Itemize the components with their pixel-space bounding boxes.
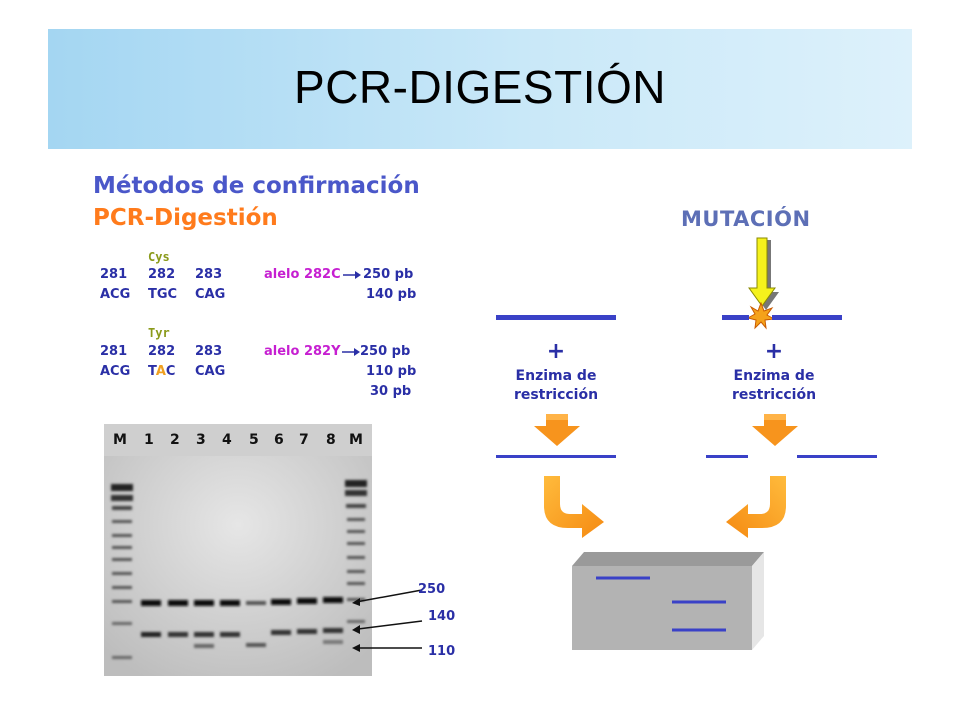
enzyme-label: Enzima de restricción — [486, 367, 626, 405]
codon-sequence: TGC — [148, 287, 178, 302]
gel-lane-label: 2 — [170, 432, 180, 448]
pcr-digestion-heading: PCR-Digestión — [93, 205, 278, 231]
codon-number: 281 — [100, 344, 128, 359]
amino-acid-tyr: Tyr — [148, 326, 170, 340]
gel-size-label: 250 — [418, 582, 446, 597]
gel-lane-label: M — [349, 432, 363, 448]
codon-sequence: CAG — [195, 287, 226, 302]
allele-arrow-icon — [343, 271, 361, 279]
gel-size-label: 140 — [428, 609, 456, 624]
codon-sequence: ACG — [100, 364, 131, 379]
gel-size-arrows — [352, 589, 423, 652]
dna-cut-fragment-large — [797, 455, 877, 458]
mutation-burst-icon — [747, 302, 775, 330]
fragment-size: 250 pb — [360, 344, 411, 359]
slide-title: PCR-DIGESTIÓN — [294, 61, 666, 113]
codon-number: 281 — [100, 267, 128, 282]
down-arrow-icon — [752, 414, 798, 446]
enzyme-label-line1: Enzima de — [515, 368, 597, 384]
curved-arrow-right-icon — [544, 476, 604, 538]
enzyme-label-line1: Enzima de — [733, 368, 815, 384]
fragment-size: 250 pb — [363, 267, 414, 282]
codon-number: 283 — [195, 344, 223, 359]
gel-lane-label: 7 — [299, 432, 309, 448]
methods-heading: Métodos de confirmación — [93, 173, 420, 199]
allele-282y-label: alelo 282Y — [264, 344, 341, 359]
codon-sequence: ACG — [100, 287, 131, 302]
gel-box-illustration — [572, 552, 764, 650]
codon-number: 282 — [148, 267, 176, 282]
allele-282c-label: alelo 282C — [264, 267, 341, 282]
gel-size-label: 110 — [428, 644, 456, 659]
gel-bands-graphic — [104, 424, 372, 676]
codon-number: 283 — [195, 267, 223, 282]
codon-number: 282 — [148, 344, 176, 359]
gel-lane-label: 4 — [222, 432, 232, 448]
base-c: C — [165, 364, 176, 379]
enzyme-label-line2: restricción — [513, 387, 599, 403]
plus-sign: + — [546, 339, 566, 364]
enzyme-label: Enzima de restricción — [704, 367, 844, 405]
gel-lane-label: 5 — [249, 432, 259, 448]
fragment-size: 140 pb — [366, 287, 417, 302]
gel-lane-label: M — [113, 432, 127, 448]
dna-uncut — [496, 455, 616, 458]
dna-fragment-mutant-right — [772, 315, 842, 320]
curved-arrow-left-icon — [726, 476, 786, 538]
gel-lane-label: 1 — [144, 432, 154, 448]
allele-arrow-icon — [342, 348, 360, 356]
mutation-label: MUTACIÓN — [681, 207, 811, 231]
amino-acid-cys: Cys — [148, 250, 170, 264]
mutation-arrow-icon — [748, 237, 779, 310]
codon-sequence: CAG — [195, 364, 226, 379]
fragment-size: 30 pb — [370, 384, 412, 399]
gel-lane-label: 8 — [326, 432, 336, 448]
fragment-size: 110 pb — [366, 364, 417, 379]
dna-fragment-mutant-left — [722, 315, 749, 320]
gel-lane-label: 3 — [196, 432, 206, 448]
gel-electrophoresis-image — [104, 424, 372, 676]
plus-sign: + — [764, 339, 784, 364]
mutated-base: A — [155, 364, 166, 379]
title-banner — [48, 29, 912, 149]
dna-fragment-normal — [496, 315, 616, 320]
dna-cut-fragment-small — [706, 455, 748, 458]
codon-sequence-mutated: TAC — [148, 364, 175, 379]
base-t: T — [148, 364, 156, 379]
gel-lane-label: 6 — [274, 432, 284, 448]
down-arrow-icon — [534, 414, 580, 446]
enzyme-label-line2: restricción — [731, 387, 817, 403]
